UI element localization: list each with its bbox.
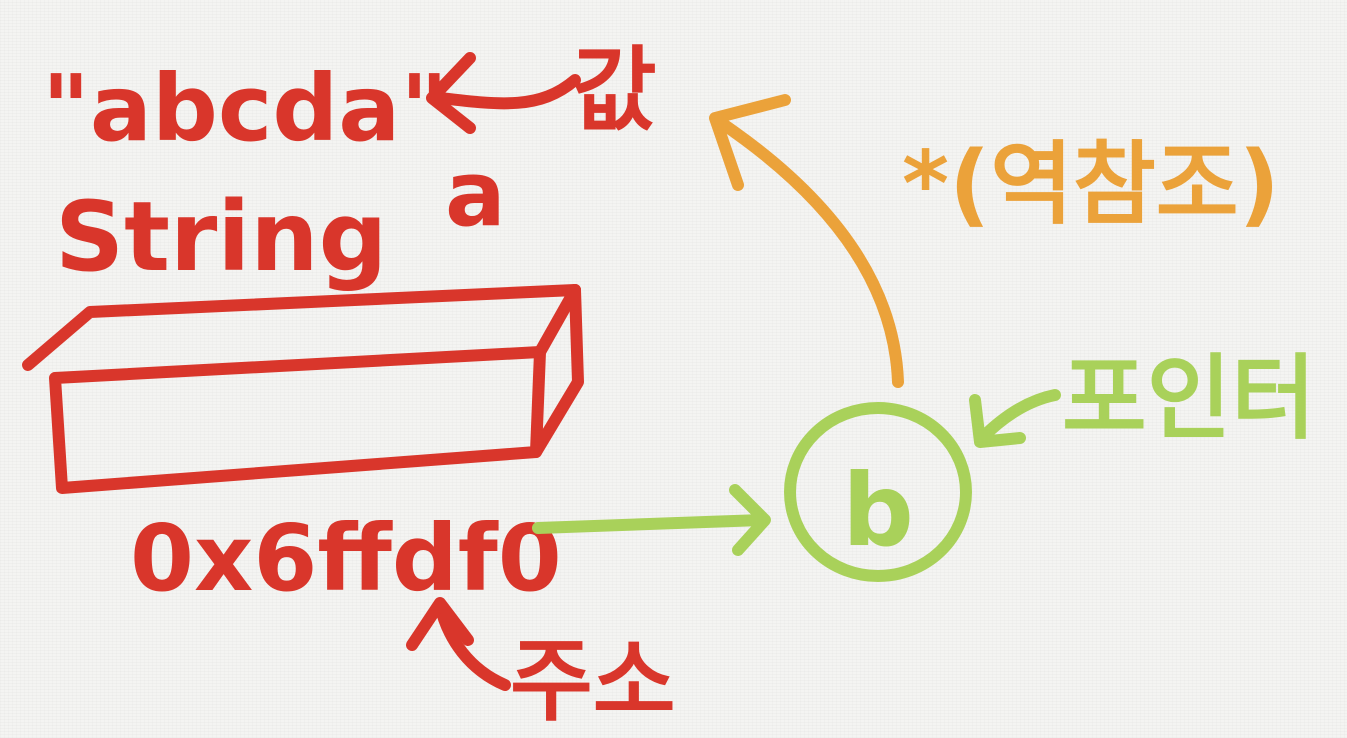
arrow-dereference (709, 94, 904, 388)
variable-b-circle (784, 402, 972, 582)
arrow-address-word (406, 597, 511, 691)
arrow-pointer-label (969, 389, 1061, 448)
value-word-label: 값 (572, 37, 657, 144)
type-name-label: String (55, 181, 387, 293)
pointer-word-label: 포인터 (1062, 345, 1316, 452)
address-label: 0x6ffdf0 (130, 505, 562, 612)
address-word-label: 주소 (510, 629, 676, 734)
memory-box-a (22, 284, 584, 494)
variable-b-label: b (842, 452, 914, 569)
variable-a-label: a (445, 142, 506, 247)
value-literal-label: "abcda" (42, 55, 448, 162)
arrow-value-to-literal (426, 52, 581, 134)
arrow-address-to-b (532, 484, 771, 556)
dereference-label: *(역참조) (902, 132, 1280, 237)
